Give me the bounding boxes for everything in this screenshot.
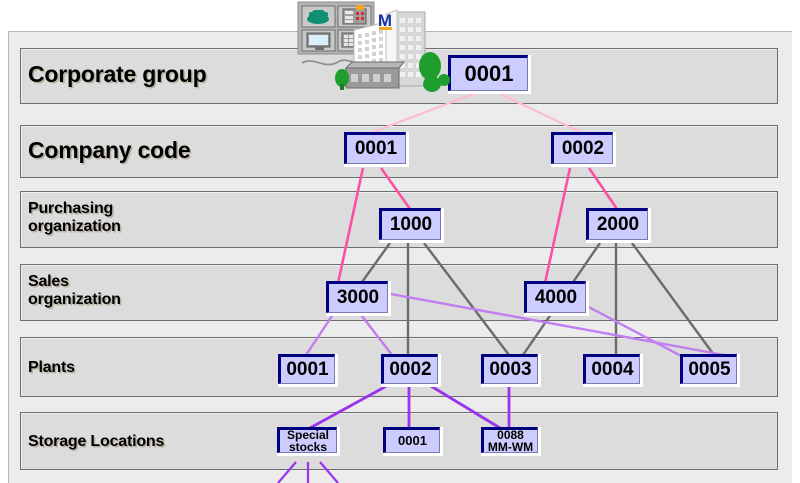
row-band-sales-org <box>20 264 778 321</box>
company-logo-icon: M <box>378 11 392 30</box>
phone-icon <box>307 10 329 24</box>
node-plant-0002[interactable]: 0002 <box>381 354 438 384</box>
svg-text:M: M <box>378 11 392 30</box>
node-plant-0003[interactable]: 0003 <box>481 354 538 384</box>
row-label-sales-org: Sales organization <box>28 273 121 308</box>
node-plant-0001[interactable]: 0001 <box>278 354 335 384</box>
node-storage-location-special-stocks[interactable]: Special stocks <box>277 427 337 453</box>
row-label-purchasing-org: Purchasing organization <box>28 200 121 235</box>
node-sales-org-3000[interactable]: 3000 <box>326 281 388 313</box>
node-purchasing-org-1000[interactable]: 1000 <box>379 208 441 240</box>
node-plant-0004[interactable]: 0004 <box>583 354 640 384</box>
row-label-plants: Plants <box>28 359 75 376</box>
node-purchasing-org-2000[interactable]: 2000 <box>586 208 648 240</box>
cabinet-icon <box>342 5 367 25</box>
node-sales-org-4000[interactable]: 4000 <box>524 281 586 313</box>
row-label-storage-locations: Storage Locations <box>28 433 165 450</box>
node-company-code-0002[interactable]: 0002 <box>551 132 613 164</box>
trees <box>335 52 450 92</box>
row-label-company-code: Company code <box>28 137 191 163</box>
node-plant-0005[interactable]: 0005 <box>680 354 737 384</box>
monitor-icon <box>306 32 331 50</box>
node-storage-location-0088[interactable]: 0088 MM-WM <box>481 427 538 453</box>
row-label-corporate-group: Corporate group <box>28 61 207 87</box>
node-storage-location-0001[interactable]: 0001 <box>383 427 440 453</box>
corporate-building-icon: M <box>294 0 450 96</box>
warehouse <box>344 61 406 89</box>
node-company-code-0001[interactable]: 0001 <box>344 132 406 164</box>
node-corporate-group-0001[interactable]: 0001 <box>448 55 528 91</box>
